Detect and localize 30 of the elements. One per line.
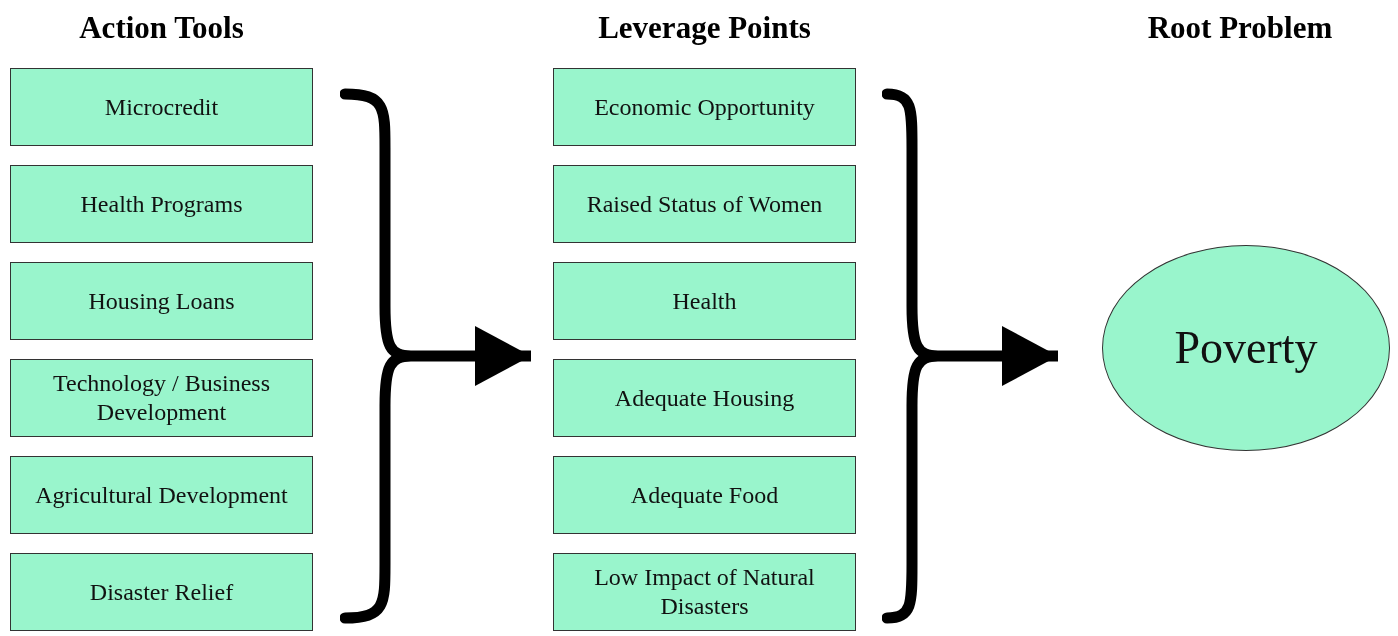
box-text: Poverty	[1174, 321, 1318, 376]
arrow	[411, 326, 531, 386]
column-heading: Action Tools	[78, 10, 245, 46]
box-text: Health Programs	[80, 189, 243, 219]
process-box	[10, 553, 313, 631]
column-heading: Leverage Points	[597, 10, 812, 46]
process-box	[553, 68, 856, 146]
box-text: Adequate Housing	[614, 383, 795, 413]
process-box	[553, 165, 856, 243]
process-box	[553, 262, 856, 340]
box-text: Technology / Business Development	[52, 369, 271, 427]
process-box	[10, 262, 313, 340]
arrow	[938, 326, 1058, 386]
process-box	[553, 456, 856, 534]
process-box	[10, 456, 313, 534]
column-heading: Root Problem	[1146, 10, 1334, 46]
box-text: Economic Opportunity	[594, 92, 815, 122]
process-box	[553, 553, 856, 631]
box-text: Housing Loans	[88, 286, 235, 316]
box-text: Low Impact of Natural Disasters	[593, 563, 816, 621]
process-box	[553, 359, 856, 437]
box-text: Microcredit	[104, 92, 219, 122]
process-box	[10, 165, 313, 243]
box-text: Adequate Food	[630, 480, 779, 510]
process-box	[10, 68, 313, 146]
box-text: Agricultural Development	[35, 480, 288, 510]
process-box	[10, 359, 313, 437]
box-text: Disaster Relief	[89, 577, 234, 607]
box-text: Health	[672, 286, 737, 316]
box-text: Raised Status of Women	[586, 189, 823, 219]
